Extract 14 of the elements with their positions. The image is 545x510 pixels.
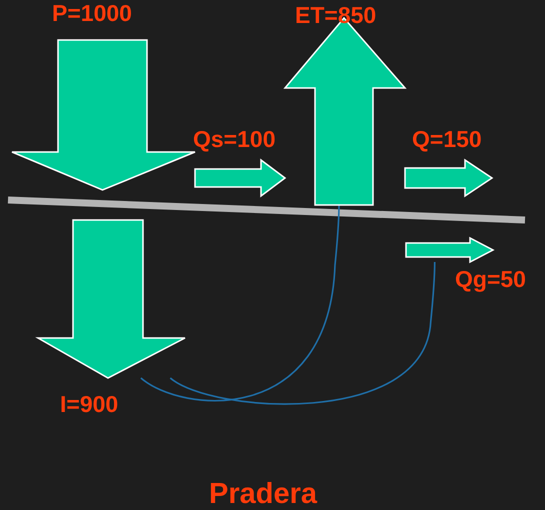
flow-label: I=900 <box>60 393 118 416</box>
block-arrow <box>404 158 494 198</box>
block-arrow <box>194 158 286 198</box>
flow-label: P=1000 <box>52 2 132 25</box>
block-arrow <box>406 238 493 262</box>
block-arrow <box>38 220 185 378</box>
edge-label: Qs=100 <box>193 128 276 151</box>
block-arrow <box>12 40 195 190</box>
flow-label: ET=850 <box>295 4 376 27</box>
edge-label: Q=150 <box>412 128 482 151</box>
flow-label: Qg=50 <box>455 268 526 291</box>
caption: Pradera <box>208 480 318 509</box>
curved-line <box>170 262 436 405</box>
curved-line <box>140 205 340 402</box>
